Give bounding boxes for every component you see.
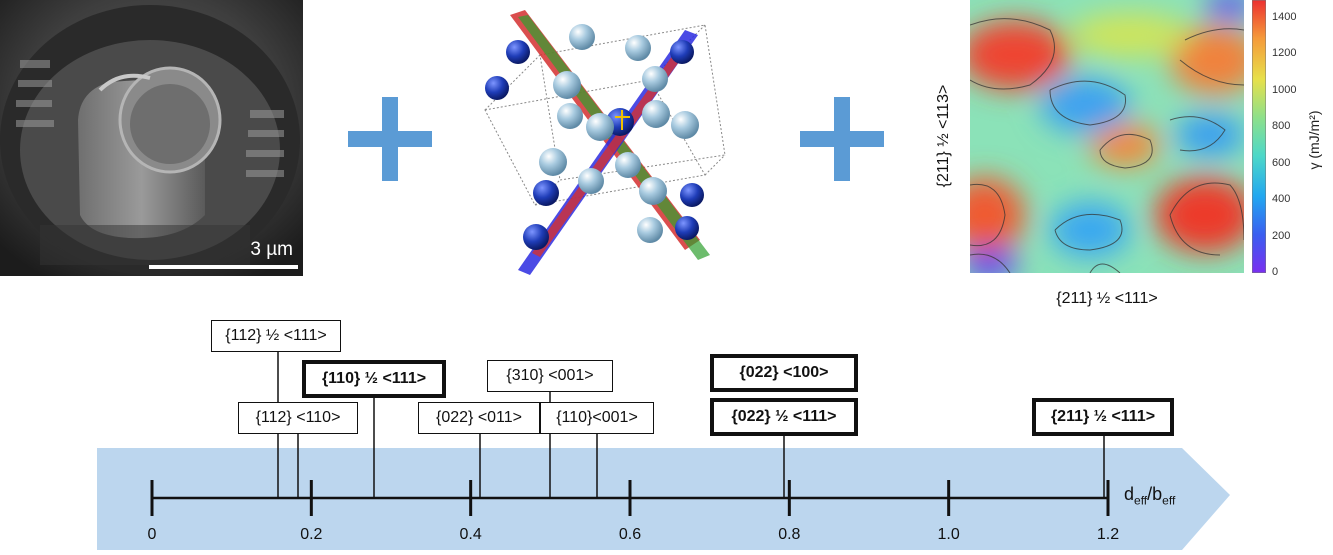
colorbar-tick-label: 0	[1272, 266, 1279, 278]
colorbar-tick-label: 1400	[1272, 11, 1297, 23]
axis-tick-label: 1.0	[937, 526, 960, 543]
slip-system-label: {112} <110>	[238, 402, 358, 434]
sem-micrograph: 3 µm	[0, 0, 303, 276]
stacking-fault-energy-heatmap	[970, 0, 1244, 273]
heatmap-y-label: {211} ½ <113>	[935, 84, 952, 188]
plus-icon	[348, 97, 432, 181]
colorbar-tick-label: 600	[1272, 156, 1291, 169]
axis-tick-label: 0.8	[778, 526, 801, 543]
slip-system-label: {112} ½ <111>	[211, 320, 341, 352]
slip-system-label: {022} <100>	[710, 354, 858, 392]
axis-tick-label: 1.2	[1096, 526, 1120, 543]
colorbar-title: γ (mJ/m²)	[1306, 110, 1322, 170]
slip-system-label: {110}<001>	[540, 402, 654, 434]
axis-tick-label: 0.6	[618, 526, 642, 543]
colorbar-tick-label: 1200	[1272, 47, 1297, 60]
slip-system-label: {110} ½ <111>	[302, 360, 446, 398]
heatmap-x-label: {211} ½ <111>	[1056, 290, 1158, 307]
crystal-structure-illustration	[484, 10, 726, 275]
slip-system-label: {310} <001>	[487, 360, 613, 392]
slip-system-label: {211} ½ <111>	[1032, 398, 1174, 436]
colorbar	[1252, 0, 1266, 273]
plus-icon	[800, 97, 884, 181]
colorbar-tick-label: 1000	[1272, 83, 1297, 96]
scale-label: 3 µm	[250, 239, 293, 260]
colorbar-tick-label: 800	[1272, 120, 1291, 133]
axis-tick-label: 0.4	[459, 526, 482, 543]
axis-title: deff/beff	[1124, 484, 1176, 508]
slip-system-label: {022} <011>	[418, 402, 540, 434]
scale-bar	[149, 265, 298, 269]
colorbar-tick-label: 400	[1272, 193, 1291, 206]
colorbar-tick-label: 200	[1272, 229, 1291, 242]
slip-system-label: {022} ½ <111>	[710, 398, 858, 436]
axis-tick-label: 0	[147, 526, 157, 543]
axis-tick-label: 0.2	[300, 526, 323, 543]
